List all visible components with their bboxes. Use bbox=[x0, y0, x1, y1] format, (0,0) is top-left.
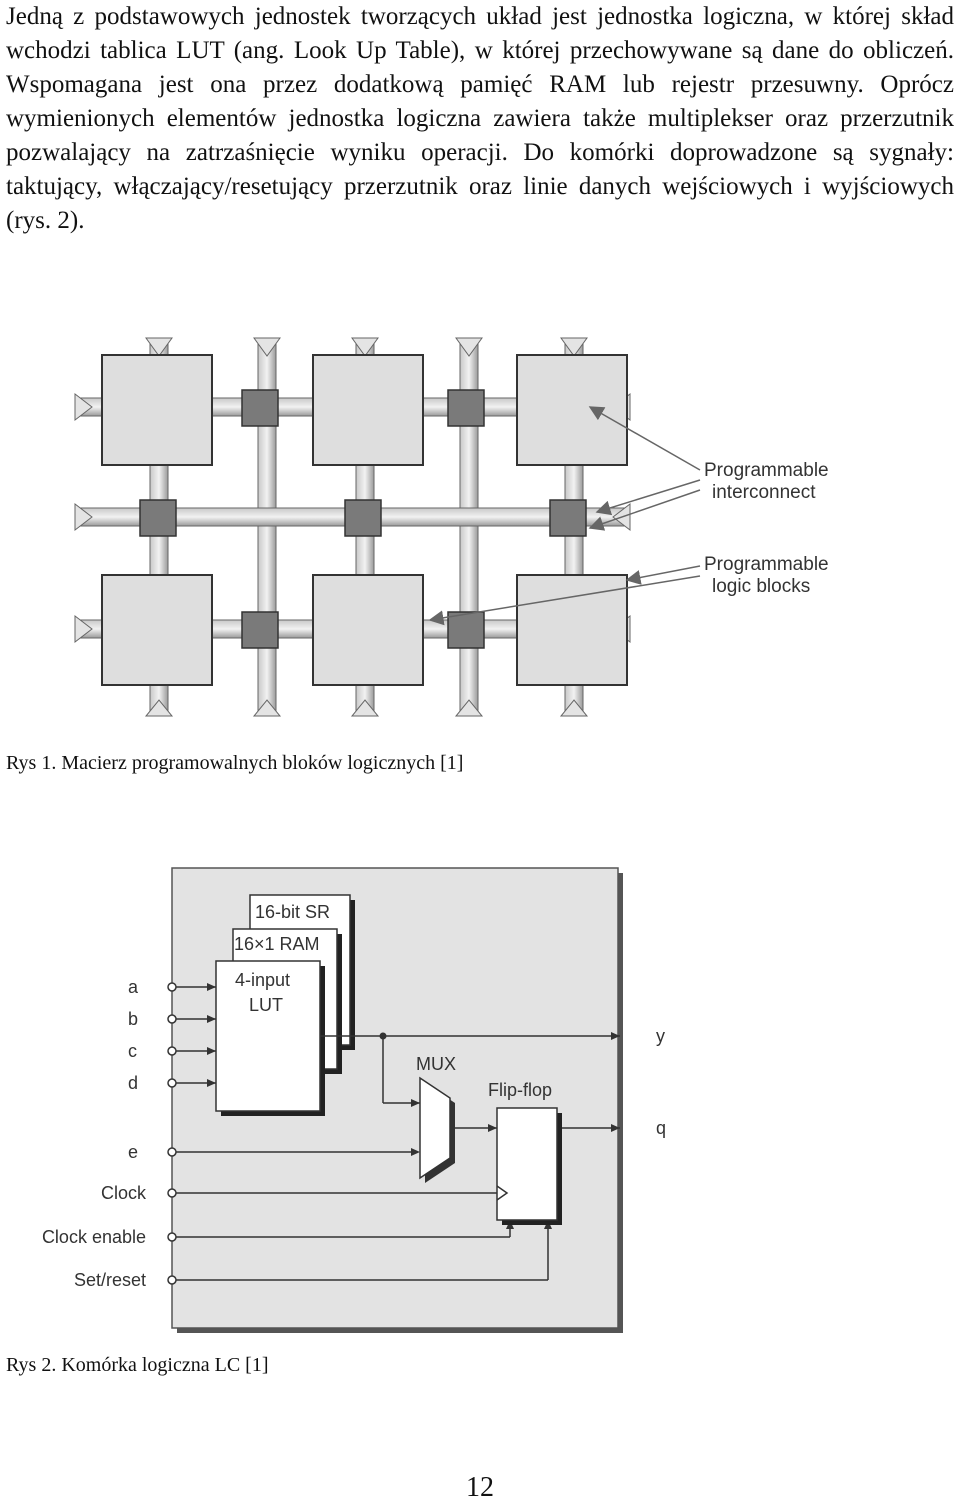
logic-block bbox=[516, 354, 628, 466]
set-reset-label: Set/reset bbox=[74, 1270, 146, 1290]
output-q-label: q bbox=[656, 1118, 666, 1138]
lut-label-1: 4-input bbox=[235, 970, 290, 990]
page-number: 12 bbox=[466, 1472, 494, 1503]
mux bbox=[419, 1076, 451, 1180]
switch-box bbox=[241, 611, 279, 649]
sr-label: 16-bit SR bbox=[255, 902, 330, 922]
input-b-label: b bbox=[128, 1009, 138, 1029]
logic-blocks-label-2: logic blocks bbox=[712, 576, 810, 597]
programmable-interconnect-switches bbox=[139, 389, 587, 649]
logic-block bbox=[312, 354, 424, 466]
flip-flop-label: Flip-flop bbox=[488, 1080, 552, 1100]
interconnect-label-2: interconnect bbox=[712, 482, 816, 503]
logic-blocks-label-1: Programmable bbox=[704, 554, 829, 575]
input-e-label: e bbox=[128, 1142, 138, 1162]
logic-block bbox=[312, 574, 424, 686]
figure-1-caption: Rys 1. Macierz programowalnych bloków lo… bbox=[6, 752, 464, 774]
pointer-arrows bbox=[428, 406, 701, 626]
input-d-label: d bbox=[128, 1073, 138, 1093]
ram-label: 16×1 RAM bbox=[234, 934, 320, 954]
switch-box bbox=[241, 389, 279, 427]
switch-box bbox=[139, 499, 177, 537]
input-lines bbox=[167, 982, 548, 1285]
flip-flop bbox=[496, 1107, 558, 1221]
output-y-label: y bbox=[656, 1026, 665, 1046]
input-c-label: c bbox=[128, 1041, 137, 1061]
bus-arrows bbox=[74, 337, 631, 717]
logic-block bbox=[101, 574, 213, 686]
input-a-label: a bbox=[128, 977, 139, 997]
clock-enable-label: Clock enable bbox=[42, 1227, 146, 1247]
switch-box bbox=[549, 499, 587, 537]
switch-box bbox=[344, 499, 382, 537]
clock-label: Clock bbox=[101, 1183, 147, 1203]
lut-label-2: LUT bbox=[249, 995, 283, 1015]
lut-block bbox=[215, 960, 321, 1112]
switch-box bbox=[447, 389, 485, 427]
logic-block bbox=[516, 574, 628, 686]
clock-triangle bbox=[496, 1185, 509, 1201]
figure-2-logic-cell: 16-bit SR 16×1 RAM 4-input LUT bbox=[42, 867, 666, 1333]
switch-box bbox=[447, 611, 485, 649]
logic-block bbox=[101, 354, 213, 466]
figure-2-caption: Rys 2. Komórka logiczna LC [1] bbox=[6, 1354, 269, 1376]
mux-label: MUX bbox=[416, 1054, 456, 1074]
body-paragraph: Jedną z podstawowych jednostek tworzącyc… bbox=[6, 3, 954, 234]
interconnect-label-1: Programmable bbox=[704, 460, 829, 481]
input-arrowheads bbox=[207, 983, 420, 1156]
programmable-logic-blocks bbox=[101, 354, 628, 686]
